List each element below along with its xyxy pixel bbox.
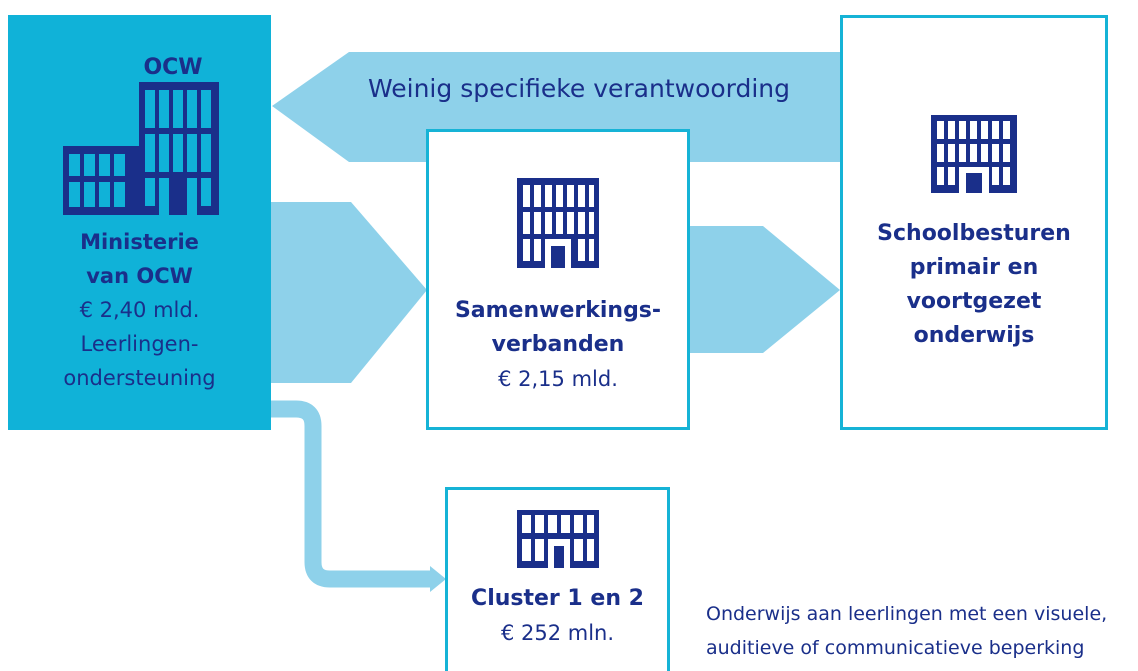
ocw-logo-text: OCW [143,55,202,80]
cluster-name: Cluster 1 en 2 [471,586,644,611]
building-icon [931,115,1017,193]
ministry-name-line1: Ministerie [80,230,199,254]
funding-arrow-1 [270,202,427,383]
cluster-note-line2: auditieve of communicatieve beperking [706,637,1085,659]
flow-label: Weinig specifieke verantwoording [368,74,791,103]
schoolbesturen-line4: onderwijs [913,323,1035,348]
ministry-name-line2: van OCW [86,264,193,288]
government-building-icon: OCW [63,55,219,215]
cluster-note-line1: Onderwijs aan leerlingen met een visuele… [706,603,1108,625]
ministry-amount: € 2,40 mld. [79,298,200,322]
samenwerkingsverbanden-name-line1: Samenwerkings- [454,298,662,323]
cluster-note: Onderwijs aan leerlingen met een visuele… [706,597,1107,665]
cluster-connector-arrowhead [430,566,446,592]
cluster-box: Cluster 1 en 2 € 252 mln. [445,487,670,671]
schoolbesturen-line2: primair en [909,255,1039,280]
schoolbesturen-line1: Schoolbesturen [877,221,1071,246]
samenwerkingsverbanden-name-line2: verbanden [491,332,625,357]
schoolbesturen-box: Schoolbesturen primair en voortgezet ond… [840,15,1108,430]
samenwerkingsverbanden-box: Samenwerkings- verbanden € 2,15 mld. [426,129,690,430]
ministry-desc-line2: ondersteuning [63,366,216,390]
ministry-box: OCW Ministerie van OCW € 2,40 mld. Leerl… [8,15,271,430]
building-icon [516,510,599,568]
cluster-connector [271,400,432,588]
schoolbesturen-line3: voortgezet [906,289,1042,314]
building-icon [517,178,599,268]
ministry-desc-line1: Leerlingen- [80,332,199,356]
cluster-amount: € 252 mln. [500,621,615,645]
samenwerkingsverbanden-amount: € 2,15 mld. [498,367,618,391]
funding-arrow-2 [688,226,840,353]
